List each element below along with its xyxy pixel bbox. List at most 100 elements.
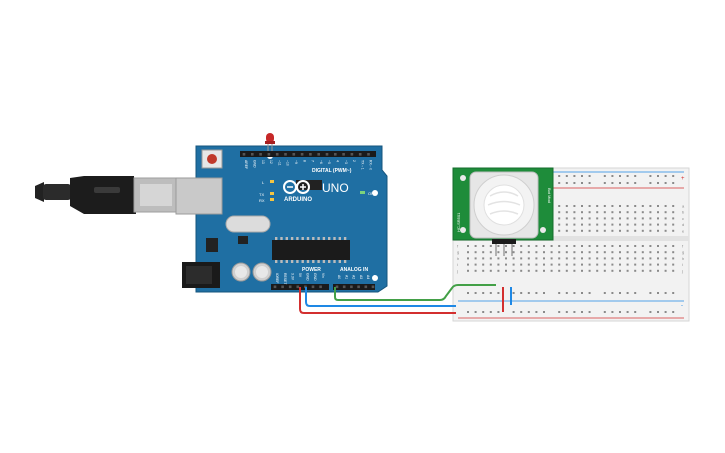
digital-pin-hole[interactable] xyxy=(251,153,254,156)
breadboard-hole[interactable] xyxy=(664,217,667,220)
breadboard-hole[interactable] xyxy=(626,263,629,266)
breadboard-hole[interactable] xyxy=(611,211,614,214)
rail-hole[interactable] xyxy=(603,311,606,313)
breadboard-hole[interactable] xyxy=(634,229,637,232)
rail-hole[interactable] xyxy=(543,292,545,294)
power-pin-hole[interactable] xyxy=(296,285,300,289)
breadboard-hole[interactable] xyxy=(649,269,652,272)
breadboard-hole[interactable] xyxy=(649,229,652,232)
breadboard-hole[interactable] xyxy=(543,263,545,266)
breadboard-hole[interactable] xyxy=(664,211,667,214)
digital-pin-hole[interactable] xyxy=(334,153,337,156)
breadboard-hole[interactable] xyxy=(626,257,629,260)
breadboard-hole[interactable] xyxy=(573,211,576,214)
breadboard-hole[interactable] xyxy=(626,217,629,220)
rail-hole[interactable] xyxy=(603,292,606,294)
breadboard-hole[interactable] xyxy=(634,223,637,226)
rail-hole[interactable] xyxy=(649,182,652,184)
breadboard-hole[interactable] xyxy=(672,245,675,247)
breadboard-hole[interactable] xyxy=(588,205,591,207)
rail-hole[interactable] xyxy=(512,292,515,294)
breadboard-hole[interactable] xyxy=(596,269,599,272)
breadboard-hole[interactable] xyxy=(664,223,667,226)
rail-hole[interactable] xyxy=(565,175,568,177)
breadboard-hole[interactable] xyxy=(596,229,599,232)
rail-hole[interactable] xyxy=(581,311,583,313)
rail-hole[interactable] xyxy=(467,292,469,294)
digital-pin-hole[interactable] xyxy=(300,153,304,156)
breadboard-hole[interactable] xyxy=(581,211,583,214)
rail-hole[interactable] xyxy=(581,292,583,294)
breadboard-hole[interactable] xyxy=(664,257,667,260)
breadboard-hole[interactable] xyxy=(664,263,667,266)
breadboard-hole[interactable] xyxy=(603,251,606,254)
breadboard-hole[interactable] xyxy=(505,257,507,260)
breadboard-hole[interactable] xyxy=(672,263,675,266)
breadboard-hole[interactable] xyxy=(482,257,485,260)
breadboard-hole[interactable] xyxy=(641,269,644,272)
wire-blue-gnd[interactable] xyxy=(305,287,456,307)
rail-hole[interactable] xyxy=(588,292,591,294)
breadboard-hole[interactable] xyxy=(520,269,523,272)
breadboard-hole[interactable] xyxy=(474,251,477,254)
breadboard-hole[interactable] xyxy=(641,245,644,247)
digital-pin-hole[interactable] xyxy=(259,153,262,156)
breadboard-hole[interactable] xyxy=(535,263,538,266)
breadboard-hole[interactable] xyxy=(588,263,591,266)
rail-hole[interactable] xyxy=(611,292,614,294)
breadboard-hole[interactable] xyxy=(588,269,591,272)
breadboard-hole[interactable] xyxy=(505,263,507,266)
rail-hole[interactable] xyxy=(497,292,500,294)
breadboard-hole[interactable] xyxy=(588,257,591,260)
breadboard-hole[interactable] xyxy=(558,205,561,207)
breadboard-hole[interactable] xyxy=(611,251,614,254)
breadboard-hole[interactable] xyxy=(573,263,576,266)
breadboard-hole[interactable] xyxy=(596,223,599,226)
rail-hole[interactable] xyxy=(588,182,591,184)
rail-hole[interactable] xyxy=(581,175,583,177)
digital-pin-hole[interactable] xyxy=(350,153,354,156)
breadboard-hole[interactable] xyxy=(672,223,675,226)
breadboard-hole[interactable] xyxy=(565,269,568,272)
rail-hole[interactable] xyxy=(558,182,561,184)
breadboard-hole[interactable] xyxy=(558,257,561,260)
breadboard-hole[interactable] xyxy=(527,269,530,272)
rail-hole[interactable] xyxy=(649,175,652,177)
breadboard-hole[interactable] xyxy=(497,263,500,266)
breadboard-hole[interactable] xyxy=(489,263,492,266)
breadboard-hole[interactable] xyxy=(527,257,530,260)
breadboard-hole[interactable] xyxy=(558,251,561,254)
rail-hole[interactable] xyxy=(535,311,538,313)
breadboard-hole[interactable] xyxy=(588,245,591,247)
breadboard-hole[interactable] xyxy=(672,229,675,232)
breadboard-hole[interactable] xyxy=(573,217,576,220)
breadboard-hole[interactable] xyxy=(634,217,637,220)
breadboard-hole[interactable] xyxy=(573,229,576,232)
rail-hole[interactable] xyxy=(649,311,652,313)
breadboard-hole[interactable] xyxy=(664,229,667,232)
breadboard-hole[interactable] xyxy=(467,269,469,272)
breadboard-hole[interactable] xyxy=(512,269,515,272)
breadboard-hole[interactable] xyxy=(603,245,606,247)
breadboard-hole[interactable] xyxy=(634,251,637,254)
breadboard-hole[interactable] xyxy=(497,251,500,254)
breadboard-hole[interactable] xyxy=(527,245,530,247)
breadboard-hole[interactable] xyxy=(565,263,568,266)
breadboard-hole[interactable] xyxy=(512,263,515,266)
breadboard-hole[interactable] xyxy=(512,257,515,260)
breadboard-hole[interactable] xyxy=(573,245,576,247)
breadboard-hole[interactable] xyxy=(634,211,637,214)
breadboard-hole[interactable] xyxy=(588,229,591,232)
breadboard-hole[interactable] xyxy=(619,229,621,232)
rail-hole[interactable] xyxy=(573,311,576,313)
breadboard-hole[interactable] xyxy=(619,245,621,247)
power-pin-hole[interactable] xyxy=(304,285,307,289)
breadboard-hole[interactable] xyxy=(626,245,629,247)
digital-pin-hole[interactable] xyxy=(267,153,271,156)
breadboard-hole[interactable] xyxy=(619,269,621,272)
breadboard-hole[interactable] xyxy=(634,257,637,260)
breadboard-hole[interactable] xyxy=(558,245,561,247)
breadboard-hole[interactable] xyxy=(581,245,583,247)
pir-sensor[interactable]: HC-SR501 Bot Mod xyxy=(452,167,554,256)
breadboard-hole[interactable] xyxy=(543,257,545,260)
